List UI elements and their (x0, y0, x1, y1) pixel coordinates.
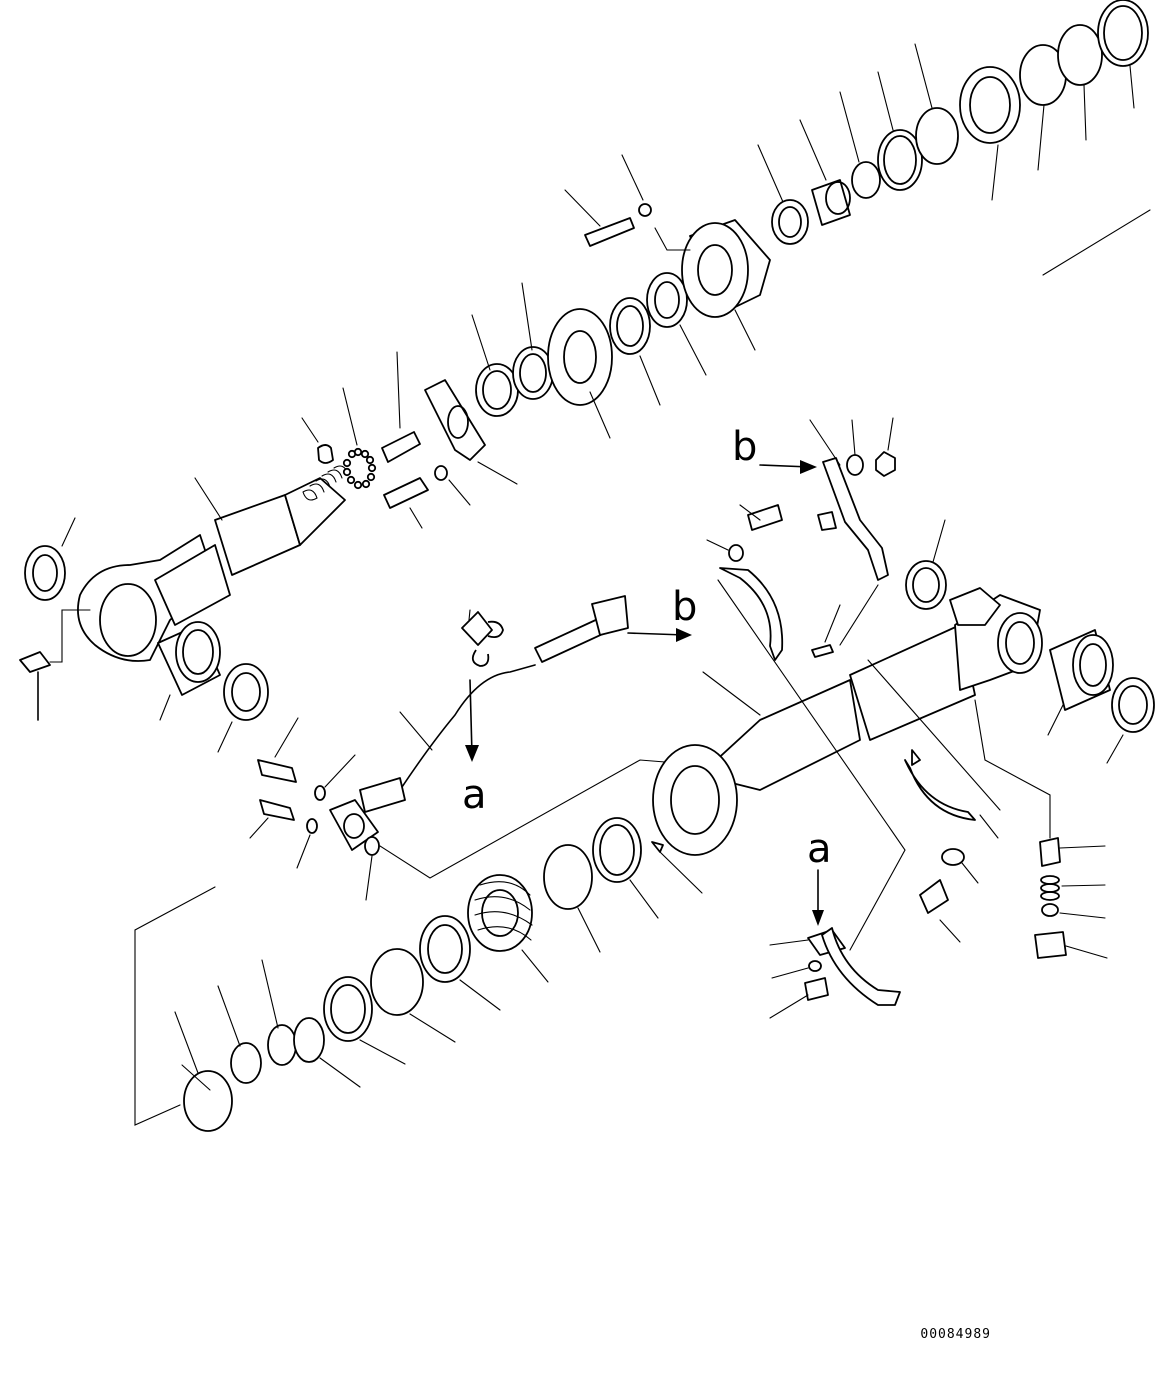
hose-clip (461, 611, 493, 646)
nut-cap (317, 444, 334, 464)
nameplate (811, 644, 834, 658)
ref-letter-b-top: b (732, 424, 757, 470)
washer (434, 465, 448, 481)
small-pin (651, 841, 664, 853)
cylinder-tube (652, 587, 1043, 856)
check-valve (974, 699, 1108, 959)
o-ring (915, 107, 959, 165)
lower-o-ring-2 (267, 1024, 297, 1066)
hydraulic-hose (359, 595, 629, 813)
tube-bushing (1047, 629, 1114, 736)
rod-thread (302, 465, 349, 501)
ref-letter-a-lower: a (807, 826, 832, 872)
hose-port-flange (249, 717, 666, 901)
arrow-to-a (465, 679, 479, 762)
cushion-plunger (467, 874, 549, 983)
arrow-to-b (627, 628, 692, 642)
ref-letter-b-right: b (672, 584, 697, 630)
rod-seal (771, 199, 809, 245)
ref-letter-a-left: a (462, 772, 487, 818)
rod-eye-seal (217, 663, 269, 753)
pipe-clamp-right (904, 749, 999, 943)
dust-wiper (959, 66, 1021, 201)
bolt (383, 477, 429, 509)
pipe-clamp-lower (769, 927, 901, 1019)
lower-o-ring-1 (230, 1042, 262, 1084)
head-bolt (584, 217, 635, 247)
cylinder-head (681, 219, 771, 351)
set-screw (381, 431, 421, 463)
cushion-ring (646, 272, 688, 328)
grease-fitting (19, 609, 91, 721)
pipe-clamp-b (809, 417, 896, 581)
drawing-number: 00084989 (920, 1327, 991, 1342)
lower-o-ring-3 (293, 1017, 325, 1063)
ball-bearings (342, 447, 377, 490)
lower-ring-5 (592, 817, 642, 883)
seal-ring-3 (1097, 0, 1149, 67)
piston-nut (183, 1070, 233, 1132)
seal-ring-2 (1057, 24, 1103, 86)
rod-eye-bushing (157, 621, 221, 721)
lower-ring-2 (370, 948, 424, 1016)
piston-rod (77, 465, 349, 662)
head-washer (638, 203, 652, 217)
bushing (811, 179, 851, 226)
flange-plate (424, 379, 486, 461)
pipe-clamp-upper (706, 504, 784, 661)
snap-ring (851, 161, 881, 199)
arrow-a-lower (812, 869, 824, 926)
piston (547, 308, 613, 439)
dust-seal (24, 545, 66, 601)
backup-ring (877, 129, 923, 191)
lower-ring-4 (543, 844, 593, 910)
arrow-b-upper (759, 460, 817, 474)
